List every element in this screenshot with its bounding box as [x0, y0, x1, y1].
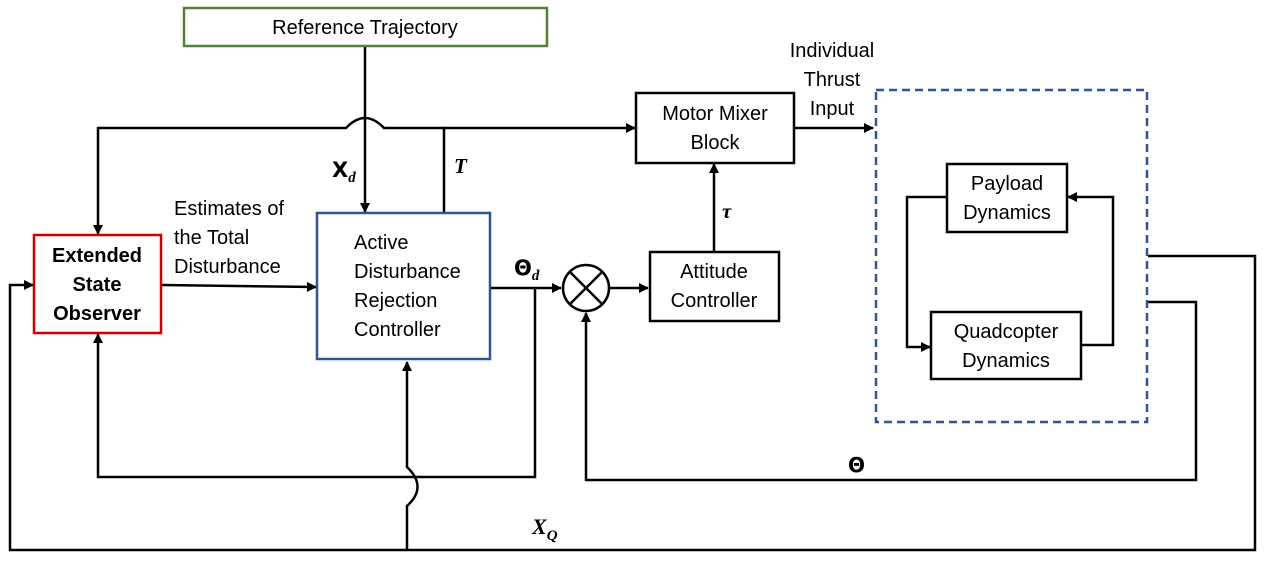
xq-subscript: Q [547, 528, 558, 544]
motor-mixer-label-line2: Block [691, 132, 741, 154]
attitude-label-line1: Attitude [680, 261, 748, 283]
estimates-label: Estimates of the Total Disturbance [174, 198, 284, 278]
adrc-label-line4: Controller [354, 319, 441, 341]
adrc-label-line2: Disturbance [354, 261, 461, 283]
attitude-label-line2: Controller [671, 290, 758, 312]
plant-dynamics-group [874, 88, 1149, 424]
estimates-line [161, 281, 317, 292]
quadcopter-label-line2: Dynamics [962, 350, 1050, 372]
payload-label-line2: Dynamics [963, 202, 1051, 224]
xq-to-adrc-line [402, 361, 419, 550]
motor-mixer-block: Motor Mixer Block [634, 91, 796, 165]
xd-label: Xd [332, 158, 356, 186]
adrc-label-line3: Rejection [354, 290, 437, 312]
attitude-controller-block: Attitude Controller [648, 250, 781, 323]
reference-trajectory-block: Reference Trajectory [182, 6, 549, 48]
thrust-feed-line [93, 116, 446, 235]
quadcopter-dynamics-block: Quadcopter Dynamics [929, 310, 1083, 381]
thrust-input-line3: Input [810, 98, 855, 120]
motor-mixer-label-line1: Motor Mixer [662, 103, 768, 125]
adrc-label-line1: Active [354, 232, 408, 254]
theta-label: Θ [848, 453, 865, 477]
extended-state-observer-block: Extended State Observer [32, 233, 163, 335]
reference-trajectory-label: Reference Trajectory [272, 17, 458, 39]
xd-subscript: d [348, 170, 356, 186]
theta-d-base: Θ [514, 256, 532, 280]
eso-label-line1: Extended [52, 245, 142, 267]
xd-base: X [332, 158, 348, 182]
theta-feedback-line [581, 300, 1198, 482]
eso-label-line3: Observer [53, 303, 141, 325]
payload-dynamics-block: Payload Dynamics [945, 162, 1069, 234]
xq-label: XQ [531, 514, 558, 544]
tau-label: τ [722, 199, 732, 223]
thrust-input-line2: Thrust [804, 69, 861, 91]
theta-d-label: Θd [514, 256, 540, 284]
payload-to-quad-line [905, 195, 946, 352]
estimates-line3: Disturbance [174, 256, 281, 278]
theta-d-feedback-line [93, 288, 537, 479]
xq-base: X [531, 514, 548, 539]
theta-d-subscript: d [532, 268, 540, 284]
eso-label-line2: State [73, 274, 122, 296]
t-label: T [454, 154, 468, 178]
thrust-input-line1: Individual [790, 40, 875, 62]
xq-feedback-line [8, 254, 1257, 552]
estimates-line1: Estimates of [174, 198, 284, 220]
summing-junction [561, 263, 611, 313]
estimates-line2: the Total [174, 227, 249, 249]
adrc-block: Active Disturbance Rejection Controller [315, 211, 492, 361]
thrust-input-label: Individual Thrust Input [790, 40, 875, 120]
payload-label-line1: Payload [971, 173, 1043, 195]
quadcopter-label-line1: Quadcopter [954, 321, 1059, 343]
quad-to-payload-line [1067, 192, 1115, 347]
